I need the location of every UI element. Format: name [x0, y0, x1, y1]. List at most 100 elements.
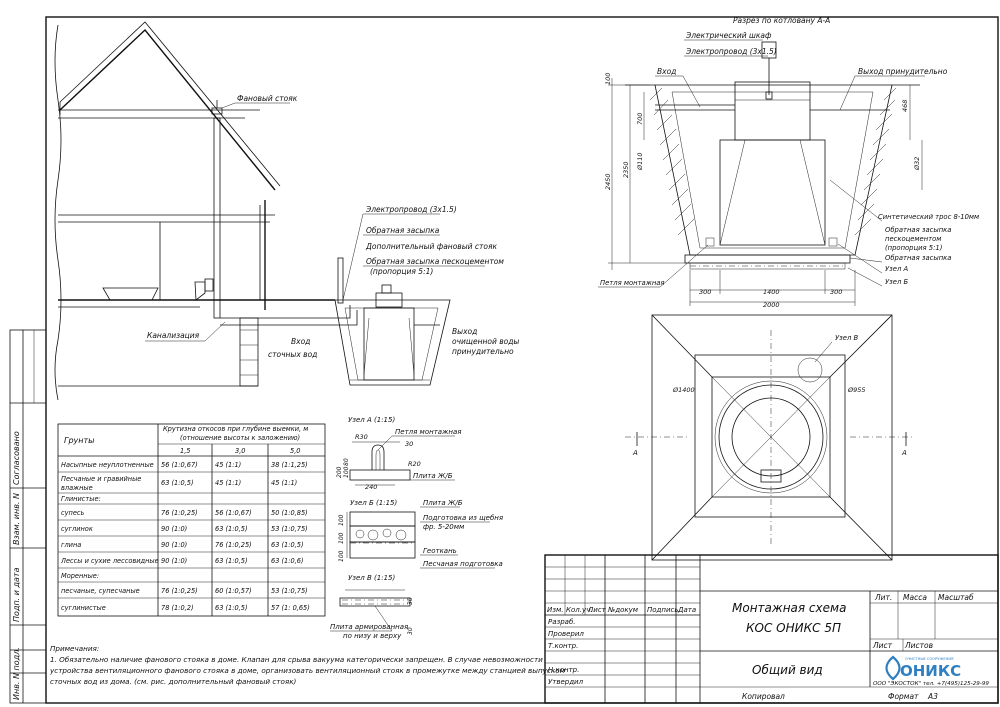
- tb-col-sign: Подпись: [647, 606, 679, 614]
- label-r-backfill-sc-2: пескоцементом: [885, 235, 941, 243]
- detail-v-drawing: [339, 589, 411, 607]
- detail-b-title: Узел Б (1:15): [350, 499, 397, 507]
- detail-a-d100: 100: [343, 466, 350, 478]
- table-row-name: суглинок: [61, 525, 93, 533]
- label-outlet-clean-3: принудительно: [452, 347, 514, 356]
- table-cell: 63 (1:0,5): [215, 557, 248, 565]
- dim-d32: Ø32: [913, 157, 921, 171]
- dim-d955: Ø955: [847, 386, 866, 394]
- dim-300b: 300: [830, 288, 842, 296]
- table-row-name: глина: [61, 541, 81, 549]
- table-row-name: супесь: [61, 509, 85, 517]
- label-inlet-waste-1: Вход: [291, 337, 310, 346]
- label-elec-wire-top: Электропровод (3х1.5): [685, 47, 777, 56]
- detail-a-d240: 240: [365, 483, 377, 491]
- label-r-backfill: Обратная засыпка: [885, 254, 951, 262]
- table-cell: 63 (1:0,6): [271, 557, 304, 565]
- label-outlet-clean-1: Выход: [452, 327, 477, 336]
- tb-col-list: Лист: [587, 606, 607, 614]
- table-row-name: влажные: [61, 484, 93, 492]
- table-body: Насыпные неуплотненные 56 (1:0,67) 45 (1…: [60, 461, 310, 612]
- table-cell: 57 (1: 0,65): [271, 604, 310, 612]
- detail-b-d2: 100: [338, 532, 345, 544]
- plan-view: [625, 314, 915, 561]
- table-cell: 38 (1:1,25): [271, 461, 308, 469]
- tb-company: ООО "ЭКОСТОК" тел. +7(495)125-29-99: [873, 681, 989, 687]
- dim-300a: 300: [699, 288, 711, 296]
- table-depth-2: 5,0: [290, 447, 301, 455]
- dim-1400: 1400: [763, 288, 780, 296]
- house-section: [54, 21, 358, 401]
- tb-format-val: А3: [927, 692, 938, 701]
- stamp-sign-date1: Подп. и дата: [12, 567, 21, 622]
- detail-v-d2: 30: [407, 627, 414, 635]
- logo-small: ОЧИСТНЫЕ СООРУЖЕНИЯ: [905, 657, 954, 661]
- soil-table-grid: [57, 423, 326, 617]
- left-stamp: Согласовано Взам. инв. N Подп. и дата Ин…: [9, 329, 47, 704]
- stamp-agreed: Согласовано: [12, 431, 21, 485]
- dim-d110: Ø110: [636, 152, 644, 171]
- detail-a-d80: 80: [343, 458, 350, 466]
- notes-line-2: устройства вентиляционного фанового стоя…: [49, 666, 566, 675]
- detail-b-d3: 100: [338, 550, 345, 562]
- table-cell: 78 (1:0,2): [161, 604, 194, 612]
- small-station: [334, 284, 451, 386]
- stamp-inv-zam: Взам. инв. N: [12, 493, 21, 545]
- table-cell: 56 (1:0,67): [161, 461, 198, 469]
- table-row-name: Моренные:: [61, 572, 99, 580]
- table-depth-0: 1,5: [180, 447, 191, 455]
- detail-b-gravel-1: Подготовка из щебня: [423, 514, 503, 522]
- tb-title-2: КОС ОНИКС 5П: [746, 621, 841, 635]
- table-cell: 90 (1:0): [161, 525, 187, 533]
- tb-col-kol: Кол.уч.: [566, 606, 592, 614]
- detail-a-r30: R30: [355, 433, 368, 441]
- tb-kopiroval: Копировал: [742, 692, 785, 701]
- table-cell: 76 (1:0,25): [215, 541, 252, 549]
- tb-col-doc: №докум: [607, 606, 639, 614]
- table-cell: 63 (1:0,5): [215, 604, 248, 612]
- detail-a-d200: 200: [336, 466, 343, 478]
- tb-subtitle: Общий вид: [752, 663, 823, 677]
- detail-b-drawing: [346, 511, 416, 559]
- detail-a-mount-loop: Петля монтажная: [395, 428, 461, 436]
- label-outlet-forced-top: Выход принудительно: [858, 67, 948, 76]
- table-depth-1: 3,0: [235, 447, 246, 455]
- table-cell: 53 (1:0,75): [271, 587, 308, 595]
- table-cell: 53 (1:0,75): [271, 525, 308, 533]
- label-elec-wire-house: Электропровод (3х1.5): [365, 205, 457, 214]
- label-extra-fan-riser: Дополнительный фановый стояк: [365, 242, 497, 251]
- table-cell: 45 (1:1): [215, 461, 241, 469]
- table-col-header-1: Крутизна откосов при глубине выемки, м: [163, 425, 308, 433]
- table-cell: 63 (1:0,5): [215, 525, 248, 533]
- detail-b-geotextile: Геоткань: [423, 547, 457, 555]
- notes-title: Примечания:: [50, 644, 99, 653]
- table-row-name: песчаные, супесчаные: [61, 587, 140, 595]
- label-synthetic-rope: Синтетический трос 8-10мм: [878, 213, 979, 221]
- notes-line-3: сточных вод из дома. (см. рис. дополните…: [50, 677, 297, 686]
- dim-100: 100: [604, 73, 612, 85]
- detail-b-sand: Песчаная подготовка: [423, 560, 503, 568]
- cut-a-right: А: [901, 449, 907, 457]
- table-cell: 50 (1:0,85): [271, 509, 308, 517]
- tb-utverdil: Утвердил: [548, 678, 584, 686]
- tb-col-date: Дата: [677, 606, 696, 614]
- table-row-name: Насыпные неуплотненные: [61, 461, 154, 469]
- table-cell: 90 (1:0): [161, 557, 187, 565]
- table-row-name: Глинистые:: [61, 495, 101, 503]
- table-cell: 60 (1:0,57): [215, 587, 252, 595]
- company-logo: ОНИКС ОЧИСТНЫЕ СООРУЖЕНИЯ: [885, 655, 961, 681]
- table-col-header-2: (отношение высоты к заложению): [180, 434, 300, 442]
- tb-nkontr: Н.контр.: [548, 666, 579, 674]
- table-cell: 76 (1:0,25): [161, 587, 198, 595]
- logo-text: ОНИКС: [900, 662, 961, 680]
- table-cell: 63 (1:0,5): [161, 479, 194, 487]
- label-node-b: Узел Б: [885, 278, 908, 286]
- table-cell: 90 (1:0): [161, 541, 187, 549]
- label-inlet-top: Вход: [657, 67, 676, 76]
- detail-b-gravel-2: фр. 5-20мм: [423, 523, 465, 531]
- sheet-frame: [45, 16, 999, 704]
- detail-v-plate-2: по низу и верху: [343, 632, 402, 640]
- label-proportion: (пропорция 5:1): [370, 267, 433, 276]
- dim-2350: 2350: [622, 161, 630, 178]
- detail-v-plate-1: Плита армированная: [330, 623, 408, 631]
